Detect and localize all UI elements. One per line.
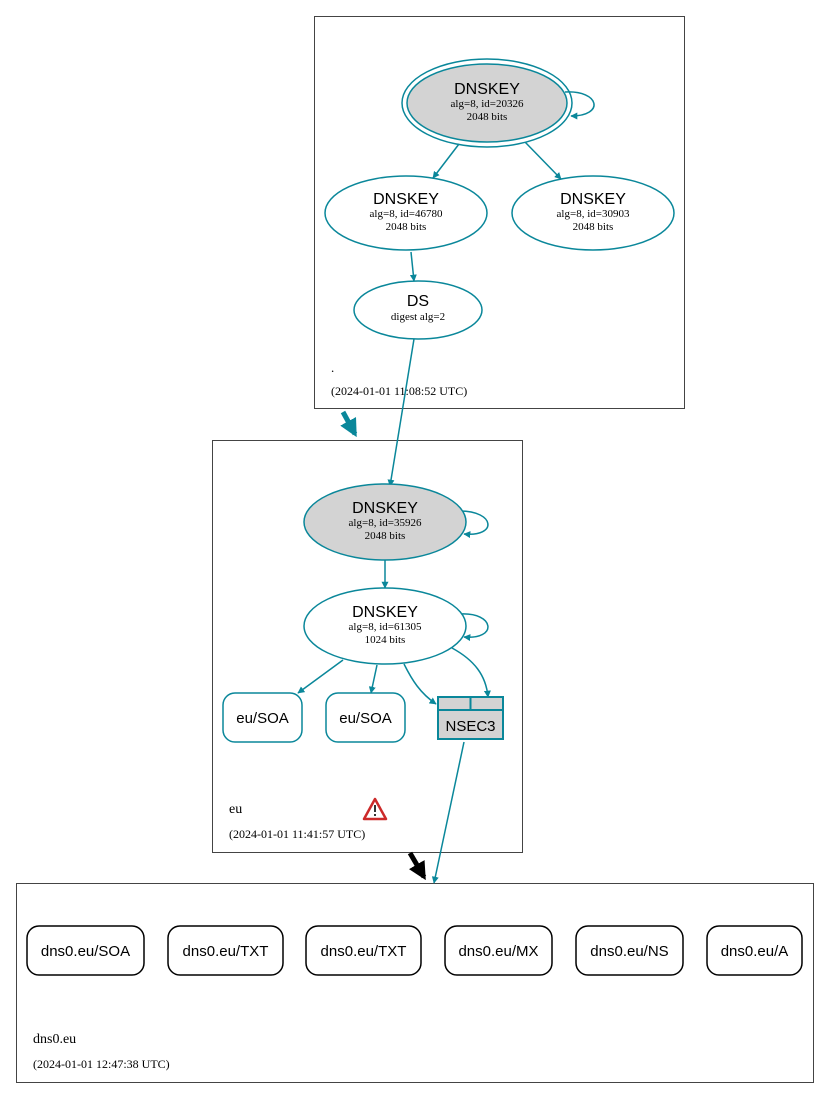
root-zone-cluster xyxy=(314,16,685,409)
node-dns0eu-txt-1[interactable]: dns0.eu/TXT xyxy=(167,925,284,976)
edge-root-ksk-to-zsk1 xyxy=(432,143,460,179)
node-label: NSEC3 xyxy=(445,718,495,735)
node-label: dns0.eu/TXT xyxy=(183,943,269,960)
node-label: dns0.eu/SOA xyxy=(41,943,130,960)
node-root-ksk[interactable]: DNSKEY alg=8, id=20326 2048 bits xyxy=(401,58,573,148)
edge-delegation-root-to-eu xyxy=(340,410,358,438)
node-title: DNSKEY xyxy=(352,604,418,621)
node-label: dns0.eu/NS xyxy=(590,943,668,960)
node-dns0eu-mx[interactable]: dns0.eu/MX xyxy=(444,925,553,976)
edge-root-zsk1-to-ds xyxy=(409,251,417,282)
zone-timestamp-root: (2024-01-01 11:08:52 UTC) xyxy=(331,384,467,398)
node-detail: alg=8, id=30903 xyxy=(557,208,630,220)
zone-name-root: . xyxy=(331,360,334,375)
node-title: DNSKEY xyxy=(560,191,626,208)
edge-nsec3-to-dns0eu xyxy=(431,741,465,884)
node-dns0eu-txt-2[interactable]: dns0.eu/TXT xyxy=(305,925,422,976)
node-detail: 2048 bits xyxy=(573,221,614,233)
node-label: dns0.eu/TXT xyxy=(321,943,407,960)
node-detail: 1024 bits xyxy=(365,634,406,646)
edge-eu-ksk-self xyxy=(459,510,489,539)
eu-zone-cluster xyxy=(212,440,523,853)
node-title: DNSKEY xyxy=(454,81,520,98)
edge-eu-zsk-self xyxy=(459,613,489,642)
node-title: DNSKEY xyxy=(352,500,418,517)
edge-ds-to-eu-ksk xyxy=(387,338,415,487)
node-label: dns0.eu/A xyxy=(721,943,789,960)
edge-root-ksk-to-zsk2 xyxy=(524,141,562,180)
node-title: DS xyxy=(407,293,429,310)
node-eu-ksk[interactable]: DNSKEY alg=8, id=35926 2048 bits xyxy=(303,483,467,561)
node-label: eu/SOA xyxy=(236,710,289,727)
warning-triangle-icon xyxy=(362,797,388,821)
dns0eu-zone-cluster xyxy=(16,883,814,1083)
node-eu-zsk[interactable]: DNSKEY alg=8, id=61305 1024 bits xyxy=(303,587,467,665)
edge-eu-zsk-to-nsec3-b xyxy=(451,647,491,698)
node-detail: 2048 bits xyxy=(365,530,406,542)
edge-root-ksk-self xyxy=(564,91,595,120)
node-detail: alg=8, id=35926 xyxy=(349,517,422,529)
node-root-zsk-30903[interactable]: DNSKEY alg=8, id=30903 2048 bits xyxy=(511,175,675,251)
node-root-zsk-46780[interactable]: DNSKEY alg=8, id=46780 2048 bits xyxy=(324,175,488,251)
zone-timestamp-dns0eu: (2024-01-01 12:47:38 UTC) xyxy=(33,1057,170,1071)
node-label: dns0.eu/MX xyxy=(458,943,538,960)
node-dns0eu-a[interactable]: dns0.eu/A xyxy=(706,925,803,976)
edge-eu-zsk-to-soa1 xyxy=(297,659,344,694)
zone-name-dns0eu: dns0.eu xyxy=(33,1032,76,1047)
node-detail: 2048 bits xyxy=(467,111,508,123)
node-detail: alg=8, id=61305 xyxy=(349,621,422,633)
node-dns0eu-ns[interactable]: dns0.eu/NS xyxy=(575,925,684,976)
node-eu-soa-1[interactable]: eu/SOA xyxy=(222,692,303,743)
edge-eu-zsk-to-nsec3-a xyxy=(403,663,437,705)
node-detail: alg=8, id=20326 xyxy=(451,98,524,110)
node-root-ds[interactable]: DS digest alg=2 xyxy=(353,280,483,340)
node-title: DNSKEY xyxy=(373,191,439,208)
node-detail: digest alg=2 xyxy=(391,311,445,323)
zone-timestamp-eu: (2024-01-01 11:41:57 UTC) xyxy=(229,827,365,841)
node-detail: 2048 bits xyxy=(386,221,427,233)
node-eu-soa-2[interactable]: eu/SOA xyxy=(325,692,406,743)
edge-delegation-eu-to-dns0eu xyxy=(407,851,427,881)
node-dns0eu-soa[interactable]: dns0.eu/SOA xyxy=(26,925,145,976)
node-detail: alg=8, id=46780 xyxy=(370,208,443,220)
node-eu-nsec3[interactable]: NSEC3 xyxy=(437,696,504,740)
node-label: eu/SOA xyxy=(339,710,392,727)
edge-eu-zsk-to-soa2 xyxy=(368,664,378,694)
zone-name-eu: eu xyxy=(229,802,242,817)
